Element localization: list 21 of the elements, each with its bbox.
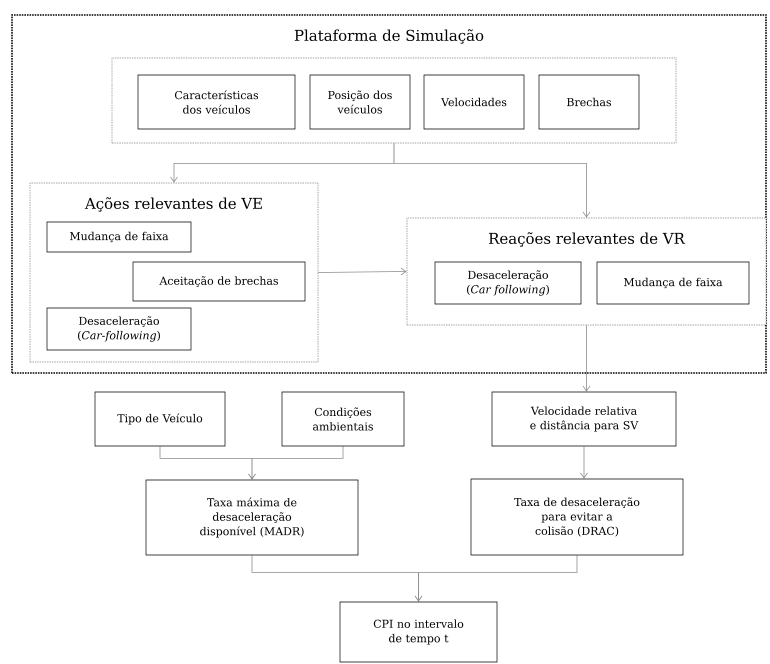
process-box: Condições ambientais: [282, 392, 404, 446]
arrow: [580, 446, 588, 479]
process-box: Características dos veículos: [138, 74, 296, 130]
arrow: [394, 142, 590, 218]
process-box: Posição dos veículos: [310, 74, 410, 130]
process-box: Velocidade relativa e distância para SV: [492, 392, 676, 446]
arrow: [248, 446, 344, 480]
arrow: [414, 554, 578, 602]
process-box: Taxa máxima de desaceleração disponível (MADR): [146, 480, 358, 556]
process-box: Mudança de faixa: [46, 222, 192, 252]
process-box: Mudança de faixa: [596, 262, 750, 304]
arrow: [318, 268, 407, 276]
process-box: CPI no intervalo de tempo t: [340, 602, 498, 662]
process-box: Desaceleração (Car following): [434, 262, 582, 304]
process-box: Velocidades: [424, 74, 524, 130]
process-box: Aceitação de brechas: [132, 262, 306, 302]
process-box: Brechas: [538, 74, 640, 130]
arrow: [582, 324, 590, 392]
process-box: Taxa de desaceleração para evitar a colisão (DRAC): [470, 478, 684, 556]
process-box: Tipo de Veículo: [94, 392, 226, 446]
process-box: Desaceleração (Car-following): [46, 308, 192, 350]
